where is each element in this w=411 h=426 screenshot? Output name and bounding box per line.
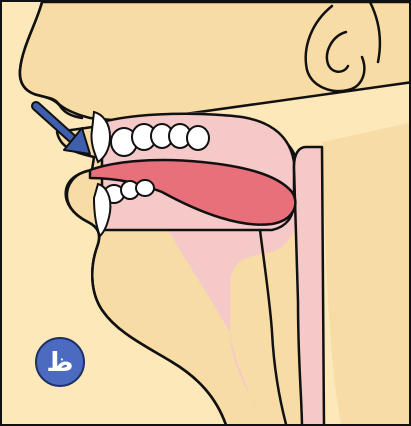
neck-skin: [322, 122, 411, 426]
letter-badge: ظ: [36, 338, 84, 386]
tooth: [136, 180, 154, 196]
tooth: [187, 126, 209, 150]
letter-badge-text: ظ: [46, 348, 73, 378]
